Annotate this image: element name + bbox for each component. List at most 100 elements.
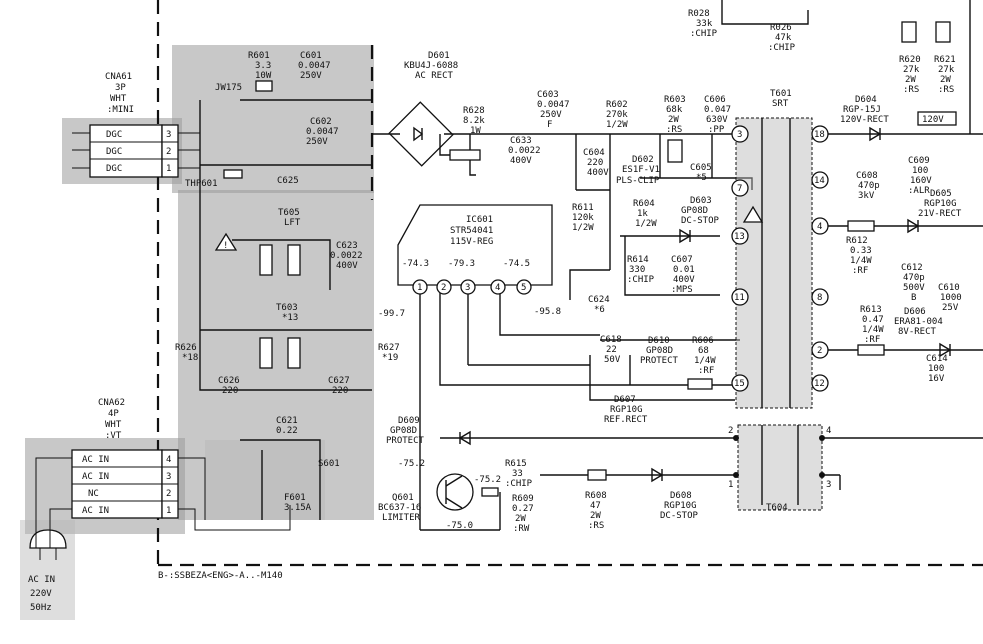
component-label: 0.33 [850, 246, 872, 256]
cna61-row-2: DGC [106, 147, 122, 157]
plug-label-1: AC IN [28, 575, 55, 585]
component-label: :ALR [908, 186, 930, 196]
component-label: 25V [942, 303, 959, 313]
component-label: C627 [328, 376, 350, 386]
component-label: 2W [905, 75, 916, 85]
component-label: PLS-CLIP [616, 176, 660, 186]
component-label: 120k [572, 213, 594, 223]
footer-code: B-:SSBEZA<ENG>-A..-M140 [158, 571, 283, 581]
plug-label-3: 50Hz [30, 603, 52, 613]
component-label: 8 [817, 293, 822, 303]
component-label: 400V [673, 275, 695, 285]
ic601: IC601 STR54041 115V-REG -74.3 -79.3 -74.… [378, 204, 561, 319]
ic601-desc: 115V-REG [450, 237, 493, 247]
component-label: 220 [587, 158, 603, 168]
component-label: Q601 [392, 493, 414, 503]
component-label: F [547, 120, 552, 130]
component-label: :CHIP [690, 29, 718, 39]
component-label: PROTECT [640, 356, 679, 366]
component-label: 33k [696, 19, 713, 29]
component-label: BC637-16 [378, 503, 421, 513]
component-label: 400V [510, 156, 532, 166]
cna62-num-2: 2 [166, 489, 171, 499]
component-label: D603 [690, 196, 712, 206]
component-label: RGP10G [610, 405, 643, 415]
component-label: C621 [276, 416, 298, 426]
svg-text:!: ! [223, 241, 228, 251]
component-label: PROTECT [386, 436, 425, 446]
component-label: 100 [912, 166, 928, 176]
component-label: 2W [668, 115, 679, 125]
component-label: R026 [770, 23, 792, 33]
component-label: R028 [688, 9, 710, 19]
component-label: 0.47 [862, 315, 884, 325]
component-label: DC-STOP [681, 216, 720, 226]
component-label: :RW [513, 524, 530, 534]
component-label: 500V [903, 283, 925, 293]
component-label: R612 [846, 236, 868, 246]
component-label: 47k [775, 33, 792, 43]
top-resistors: R028 33k :CHIP R026 47k :CHIP [688, 0, 809, 53]
ic601-ref: IC601 [466, 215, 493, 225]
component-label: 50V [604, 355, 621, 365]
component-label: D605 [930, 189, 952, 199]
cna62-num-1: 1 [166, 506, 171, 516]
component-label: :CHIP [627, 275, 655, 285]
component-label: -74.3 [402, 259, 429, 269]
component-label: T604 [766, 503, 788, 513]
component-label: 1 [417, 283, 422, 293]
component-label: 1k [637, 209, 648, 219]
component-label: :RS [938, 85, 954, 95]
component-label: D607 [614, 395, 636, 405]
component-label: 2 [441, 283, 446, 293]
transformer-t601: T601 SRT 3 7 13 11 15 18 14 4 8 2 12 [731, 89, 829, 409]
component-label: AC RECT [415, 71, 454, 81]
component-label: 1W [470, 126, 481, 136]
component-label: 0.0022 [330, 251, 363, 261]
secondary-outputs: R620 27k 2W :RS R621 27k 2W :RS D604 RGP… [828, 0, 983, 384]
mid-parts-labels: R628 8.2k 1W C603 0.0047 250V F C633 0.0… [378, 90, 731, 534]
component-label: R615 [505, 459, 527, 469]
component-label: 250V [300, 71, 322, 81]
component-label: 1/4W [694, 356, 716, 366]
component-label: -95.8 [534, 307, 561, 317]
component-label: R620 [899, 55, 921, 65]
cna61-pins: 3P [115, 83, 126, 93]
component-label: *13 [282, 313, 298, 323]
primary-parts: R601 3.3 10W C601 0.0047 250V D601 KBU4J… [175, 51, 458, 520]
component-label: RGP10G [664, 501, 697, 511]
component-label: B [911, 293, 916, 303]
component-label: C602 [310, 117, 332, 127]
cna62-row-1: AC IN [82, 455, 109, 465]
plug-label-2: 220V [30, 589, 52, 599]
component-label: 8V-RECT [898, 327, 937, 337]
component-label: THP601 [185, 179, 218, 189]
component-label: *5 [696, 173, 707, 183]
connector-cna61: CNA61 3P WHT :MINI DGC DGC DGC 3 2 1 [72, 72, 200, 178]
component-label: GP08D [681, 206, 708, 216]
component-label: C607 [671, 255, 693, 265]
component-label: 16V [928, 374, 945, 384]
component-label: D608 [670, 491, 692, 501]
component-label: 3 [465, 283, 470, 293]
component-label: :RF [864, 335, 880, 345]
component-label: :RS [666, 125, 682, 135]
component-label: ERA81-004 [894, 317, 943, 327]
cna61-type: :MINI [107, 105, 134, 115]
component-label: 470p [858, 181, 880, 191]
component-label: 630V [706, 115, 728, 125]
component-label: 22 [606, 345, 617, 355]
component-label: :CHIP [768, 43, 796, 53]
component-label: R628 [463, 106, 485, 116]
cna61-num-2: 2 [166, 147, 171, 157]
component-label: C633 [510, 136, 532, 146]
component-label: 1 [728, 480, 733, 490]
component-label: 220 [222, 386, 238, 396]
component-label: C614 [926, 354, 948, 364]
component-label: D602 [632, 155, 654, 165]
component-label: R621 [934, 55, 956, 65]
component-label: R611 [572, 203, 594, 213]
component-label: D609 [398, 416, 420, 426]
main-wiring [419, 133, 753, 531]
component-label: 270k [606, 110, 628, 120]
